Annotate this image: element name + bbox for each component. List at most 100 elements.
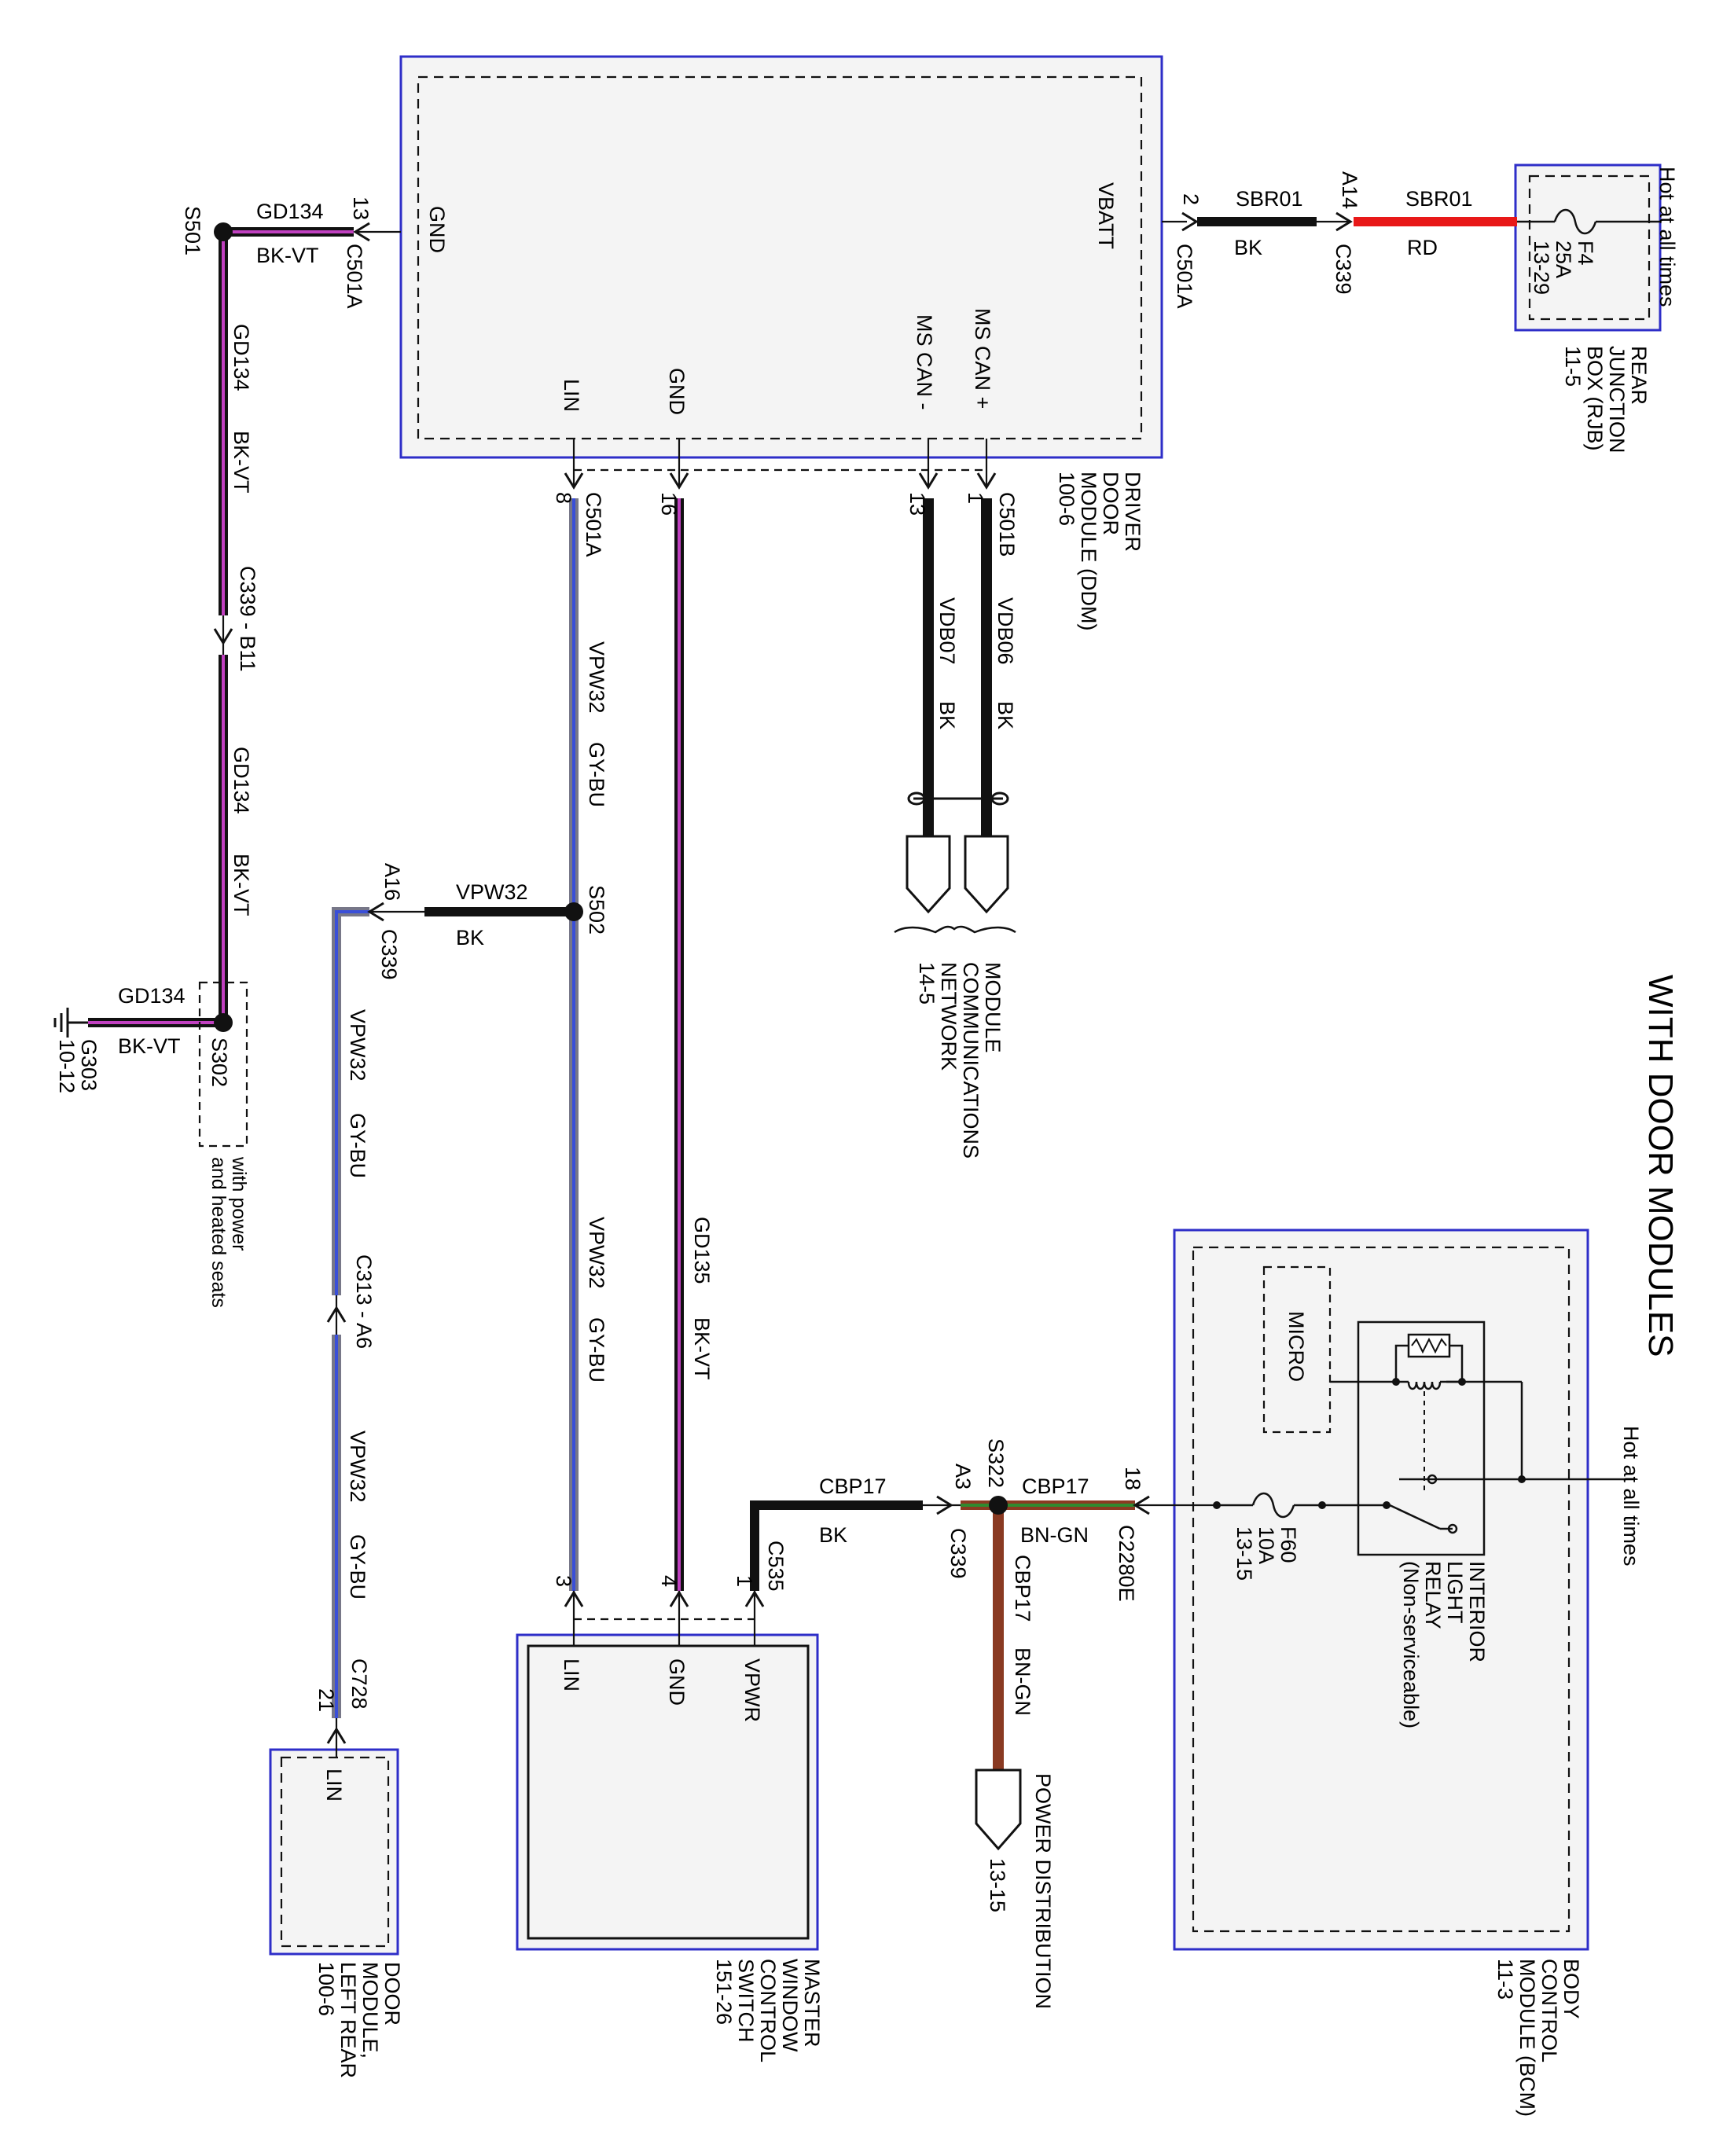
c501b-pin-1: 1 (964, 492, 987, 504)
wire-gd134-vertical (219, 232, 228, 1026)
wire-sbr01-rd-color: RD (1407, 236, 1438, 259)
svg-text:CONTROL: CONTROL (1537, 1959, 1561, 2062)
mcn-reference-label: MODULE COMMUNICATIONS NETWORK 14-5 (915, 962, 1005, 1159)
c535-name: C535 (764, 1541, 788, 1592)
wire-sbr01-bk-color: BK (1234, 236, 1262, 259)
wire-gd134-v2-circuit: GD134 (230, 747, 253, 814)
pd-reference-name: POWER DISTRIBUTION (1031, 1773, 1055, 2009)
wire-sbr01-bk (1197, 217, 1317, 226)
splice-s501-label: S501 (181, 206, 204, 255)
wire-vdb07-color: BK (935, 701, 959, 729)
c501b-pin-13: 13 (906, 492, 929, 516)
svg-text:MODULE: MODULE (981, 962, 1005, 1053)
c535-pin-4: 4 (657, 1575, 681, 1587)
connector-c339-b11: C339 - B11 (236, 566, 259, 672)
svg-text:14-5: 14-5 (915, 962, 939, 1005)
c501b-name: C501B (995, 492, 1019, 557)
svg-text:RELAY: RELAY (1421, 1561, 1445, 1629)
bcm-micro-label: MICRO (1284, 1311, 1308, 1382)
svg-text:LIGHT: LIGHT (1443, 1561, 1467, 1624)
wire-vpw32-4-color: GY-BU (346, 1534, 369, 1600)
page-title: WITH DOOR MODULES (1641, 975, 1680, 1357)
wire-vpw32-main (569, 498, 579, 1591)
wire-cbp17-bngn-v-circuit: CBP17 (1011, 1555, 1034, 1622)
c728-pin-21: 21 (314, 1688, 338, 1712)
pin-ddm-lin: LIN (560, 379, 583, 412)
wire-cbp17-bngn-h-circuit: CBP17 (1022, 1475, 1089, 1498)
c535-pin-1: 1 (733, 1575, 756, 1587)
pin-mwcs-lin: LIN (560, 1658, 583, 1691)
connector-dashes (198, 468, 986, 1621)
mwcs-label: MASTER WINDOW CONTROL SWITCH 151-26 (712, 1959, 824, 2062)
svg-text:COMMUNICATIONS: COMMUNICATIONS (959, 962, 983, 1159)
ground-g303-ref: 10-12 (55, 1039, 79, 1093)
wire-gd134-v2-color: BK-VT (230, 854, 253, 916)
svg-text:11-5: 11-5 (1561, 346, 1585, 387)
ddm-label: DRIVER DOOR MODULE (DDM) 100-6 (1055, 472, 1144, 631)
dmlr-label: DOOR MODULE, LEFT REAR 100-6 (314, 1962, 404, 2078)
wire-gd134-top (222, 227, 354, 237)
wire-vdb06-circuit: VDB06 (994, 597, 1017, 665)
c2280e-pin-18: 18 (1121, 1467, 1144, 1490)
connector-arrows (213, 211, 1353, 1757)
splice-s502-label: S502 (585, 885, 608, 935)
s302-note-1: with power (228, 1156, 250, 1251)
rjb-hot-note: Hot at all times (1655, 167, 1679, 307)
wire-gd135-circuit: GD135 (690, 1217, 714, 1284)
splice-s322 (989, 1496, 1008, 1515)
c339-pin-a3: A3 (951, 1464, 975, 1489)
wire-vpw32-3-color: GY-BU (346, 1113, 369, 1178)
svg-text:11-3: 11-3 (1493, 1959, 1517, 2000)
wire-vpw32-4-circuit: VPW32 (346, 1431, 369, 1503)
svg-text:INTERIOR: INTERIOR (1465, 1561, 1489, 1662)
wire-vpw32-1-color: GY-BU (585, 742, 608, 807)
svg-text:100-6: 100-6 (314, 1962, 338, 2016)
wire-vpw32-bk (424, 907, 572, 916)
wire-vpw32-bk-color: BK (456, 926, 484, 949)
wire-gd134-v1-color: BK-VT (230, 431, 253, 494)
c501a-pin-2: 2 (1179, 193, 1203, 205)
ground-icon (53, 1008, 88, 1038)
svg-text:MODULE (DDM): MODULE (DDM) (1077, 472, 1100, 631)
c501a-name-13: C501A (343, 244, 366, 309)
wire-gd135 (674, 498, 684, 1591)
svg-text:DOOR: DOOR (380, 1962, 404, 2026)
c501a-pin-16: 16 (657, 492, 681, 516)
rjb-label: REAR JUNCTION BOX (RJB) 11-5 (1561, 346, 1651, 454)
svg-text:100-6: 100-6 (1055, 472, 1078, 526)
svg-text:JUNCTION: JUNCTION (1605, 346, 1629, 454)
svg-text:(Non-serviceable): (Non-serviceable) (1399, 1561, 1423, 1728)
body-control-module (1173, 1229, 1589, 1951)
svg-text:CONTROL: CONTROL (756, 1959, 780, 2062)
wire-gd134-ground (88, 1018, 223, 1027)
rjb-fuse-label: F4 25A 13-29 (1530, 241, 1597, 295)
wire-vpw32-3-circuit: VPW32 (346, 1009, 369, 1082)
bcm-fuse-label: F60 10A 13-15 (1233, 1526, 1300, 1581)
pd-reference-page: 13-15 (986, 1858, 1009, 1912)
pin-mwcs-gnd: GND (665, 1658, 689, 1706)
wire-sbr01-rd-circuit: SBR01 (1405, 187, 1473, 211)
c339-name-a3: C339 (946, 1528, 970, 1579)
svg-text:F60: F60 (1277, 1526, 1300, 1563)
wire-cbp17-bngn-h (961, 1500, 1135, 1510)
pin-mwcs-vpwr: VPWR (740, 1658, 764, 1722)
pin-dmlr-lin: LIN (322, 1769, 346, 1802)
c501a-pin-8: 8 (552, 492, 575, 504)
fuse-icon (1517, 208, 1660, 235)
wire-vpw32-2-color: GY-BU (585, 1317, 608, 1383)
c339-name-a16: C339 (377, 929, 401, 980)
wire-vpw32-branch (332, 907, 369, 1718)
c339-name-a14: C339 (1332, 244, 1355, 295)
bcm-hot-note: Hot at all times (1619, 1426, 1643, 1566)
splice-s322-label: S322 (984, 1438, 1008, 1488)
s302-note-2: and heated seats (208, 1157, 230, 1308)
wire-vdb07 (923, 498, 934, 836)
svg-text:10A: 10A (1255, 1526, 1278, 1564)
svg-text:BOX (RJB): BOX (RJB) (1583, 346, 1607, 451)
wire-cbp17-bngn-v-color: BN-GN (1011, 1647, 1034, 1716)
bcm-internals (1213, 1265, 1635, 1556)
c339-pin-a14: A14 (1338, 171, 1361, 209)
pin-ddm-vbatt: VBATT (1094, 182, 1118, 249)
wire-gd135-color: BK-VT (690, 1317, 714, 1380)
svg-text:LEFT REAR: LEFT REAR (336, 1962, 360, 2078)
